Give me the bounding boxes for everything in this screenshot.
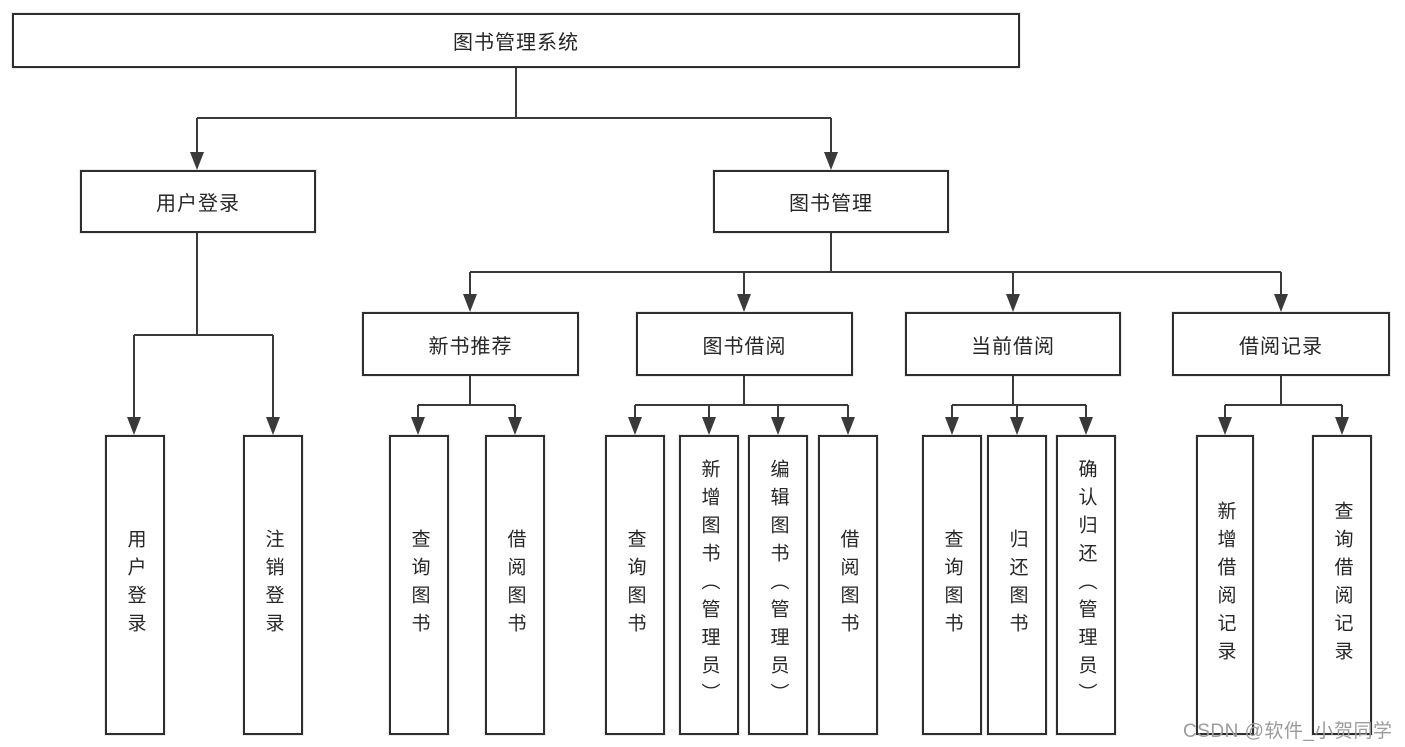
arrow-down-icon bbox=[411, 417, 425, 435]
node-leaf-query-books-recommend: 查询图书 bbox=[389, 435, 449, 735]
connector-borrow-branch bbox=[628, 376, 855, 435]
node-leaf-add-borrow-record: 新增借阅记录 bbox=[1196, 435, 1254, 735]
node-book-borrowing: 图书借阅 bbox=[636, 312, 853, 376]
node-library-management-system: 图书管理系统 bbox=[12, 13, 1020, 68]
connector-records-branch bbox=[1218, 376, 1349, 435]
arrow-down-icon bbox=[628, 417, 642, 435]
node-leaf-user-login: 用户登录 bbox=[105, 435, 165, 735]
arrow-down-icon bbox=[127, 417, 141, 435]
node-leaf-query-books-borrowing: 查询图书 bbox=[605, 435, 665, 735]
node-leaf-borrow-books-borrowing: 借阅图书 bbox=[818, 435, 878, 735]
arrow-down-icon bbox=[771, 417, 785, 435]
arrow-down-icon bbox=[1274, 294, 1288, 312]
arrow-down-icon bbox=[1218, 417, 1232, 435]
arrow-down-icon bbox=[508, 417, 522, 435]
arrow-down-icon bbox=[737, 294, 751, 312]
arrow-down-icon bbox=[1079, 417, 1093, 435]
arrow-down-icon bbox=[841, 417, 855, 435]
connector-newrec-branch bbox=[411, 376, 522, 435]
node-leaf-borrow-books-recommend: 借阅图书 bbox=[485, 435, 545, 735]
arrow-down-icon bbox=[463, 294, 477, 312]
node-leaf-logout: 注销登录 bbox=[243, 435, 303, 735]
node-new-book-recommend: 新书推荐 bbox=[362, 312, 579, 376]
node-book-management: 图书管理 bbox=[713, 170, 949, 233]
connector-userlogin-branch bbox=[127, 233, 280, 435]
node-user-login: 用户登录 bbox=[80, 170, 316, 233]
arrow-down-icon bbox=[1006, 294, 1020, 312]
node-leaf-return-books: 归还图书 bbox=[987, 435, 1047, 735]
node-current-borrowing: 当前借阅 bbox=[905, 312, 1121, 376]
arrow-down-icon bbox=[1010, 417, 1024, 435]
node-leaf-confirm-return-admin: 确认归还（管理员） bbox=[1056, 435, 1116, 735]
arrow-down-icon bbox=[702, 417, 716, 435]
csdn-watermark: CSDN @软件_小贺同学 bbox=[1183, 721, 1393, 742]
arrow-down-icon bbox=[1335, 417, 1349, 435]
arrow-down-icon bbox=[266, 417, 280, 435]
node-leaf-query-borrow-record: 查询借阅记录 bbox=[1312, 435, 1372, 735]
node-leaf-add-books-admin: 新增图书（管理员） bbox=[679, 435, 739, 735]
arrow-down-icon bbox=[824, 152, 838, 170]
connector-root-to-level2 bbox=[190, 68, 838, 170]
connector-bookmgmt-to-level3 bbox=[463, 233, 1288, 312]
node-leaf-query-books-current: 查询图书 bbox=[922, 435, 982, 735]
arrow-down-icon bbox=[190, 152, 204, 170]
arrow-down-icon bbox=[945, 417, 959, 435]
connector-current-branch bbox=[945, 376, 1093, 435]
node-borrowing-records: 借阅记录 bbox=[1172, 312, 1390, 376]
node-leaf-edit-books-admin: 编辑图书（管理员） bbox=[748, 435, 808, 735]
